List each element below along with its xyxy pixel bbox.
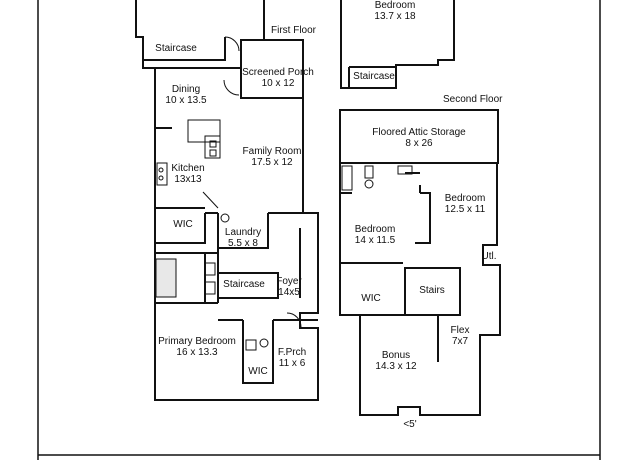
first-floor-doors [202,36,302,328]
room-dims: 13.7 x 18 [374,11,416,22]
room-label-staircase-2: Staircase [223,279,265,290]
frame-lines [37,0,601,460]
note-text: <5' [403,419,417,430]
room-name: Bedroom [444,193,486,204]
room-dims: 5.5 x 8 [227,238,259,249]
first-floor-heading: First Floor [271,25,316,36]
room-dims: 17.5 x 12 [251,157,293,168]
room-name: Screened Porch [242,67,314,78]
room-label-staircase: Staircase [155,43,197,54]
room-name: Bonus [381,350,411,361]
room-name: Staircase [155,43,197,54]
room-name: Flex [450,325,470,336]
room-name: Primary Bedroom [158,336,236,347]
room-name: WIC [361,293,381,304]
room-dims: 10 x 12 [261,78,295,89]
room-label-upper-wic: WIC [361,293,380,304]
room-name: Utl. [481,251,497,262]
room-dims: 10 x 13.5 [165,95,207,106]
upper-partial-walls [340,0,455,89]
room-name: Bedroom [374,0,416,11]
room-name: Kitchen [171,163,205,174]
room-name: Staircase [353,71,395,82]
second-floor-heading: Second Floor [443,94,503,105]
second-floor-fixtures [341,165,413,191]
room-dims: 14 x 11.5 [354,235,396,246]
room-dims: 14.3 x 12 [375,361,417,372]
room-name: WIC [173,219,193,230]
room-dims: 14x5 [278,287,300,298]
room-name: Bedroom [354,224,396,235]
room-dims: 12.5 x 11 [444,204,486,215]
room-dims: 16 x 13.3 [176,347,218,358]
room-label-utility: Utl. [482,251,497,262]
room-name: Floored Attic Storage [372,127,466,138]
room-name: F.Prch [277,347,307,358]
room-name: WIC [248,366,268,377]
room-label-wic-2: WIC [248,366,267,377]
room-name: Foyer [276,276,302,287]
room-name: Dining [171,84,201,95]
second-floor-walls [339,109,501,416]
first-floor-walls [135,0,319,401]
room-dims: 11 x 6 [278,358,306,369]
fixtures [155,119,269,351]
room-name: Staircase [223,279,265,290]
room-name: Stairs [419,285,445,296]
room-name: Laundry [224,227,262,238]
room-dims: 7x7 [451,336,469,347]
height-note: <5' [403,419,416,430]
room-label-wic: WIC [173,219,192,230]
room-label-stairs: Stairs [419,285,445,296]
room-dims: 13x13 [174,174,202,185]
room-dims: 8 x 26 [405,138,433,149]
room-label-upper-staircase: Staircase [353,71,395,82]
room-name: Family Room [242,146,302,157]
